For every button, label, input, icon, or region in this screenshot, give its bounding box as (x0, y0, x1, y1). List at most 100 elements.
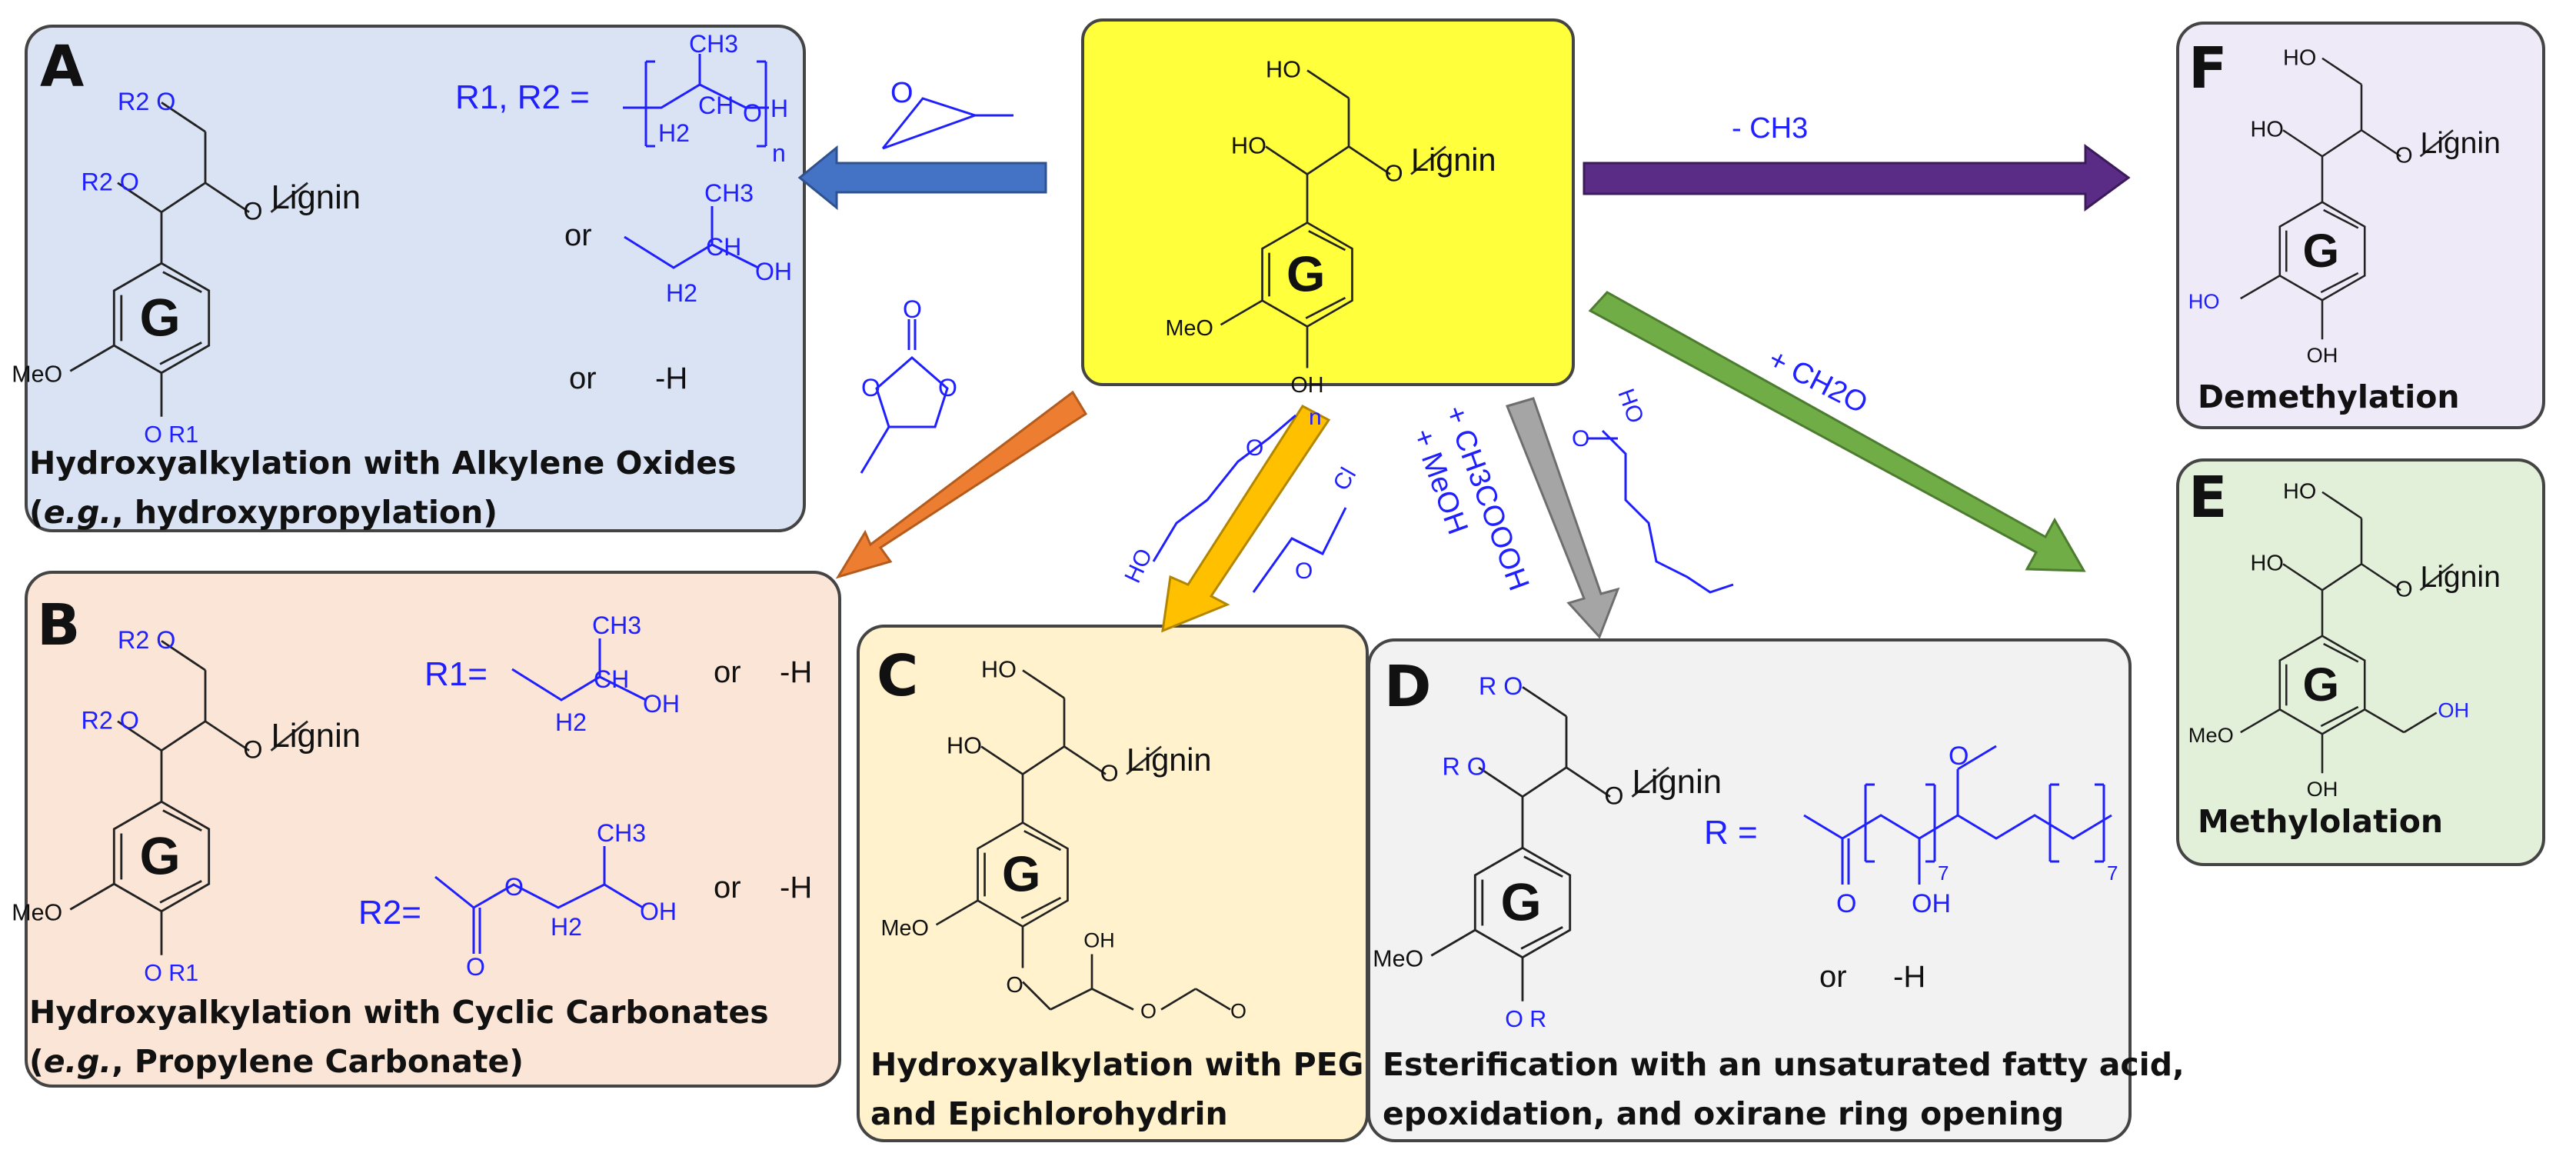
beta-ether-bond (205, 182, 250, 213)
gamma-substituent-label: R O (1479, 672, 1523, 700)
side-chain-bond (1306, 145, 1350, 175)
gamma-oxygen-bond (1022, 669, 1065, 699)
svg-text:CH3: CH3 (592, 611, 641, 639)
svg-text:OH: OH (1912, 889, 1951, 918)
panel-d-or: or (1819, 960, 1847, 994)
methoxy-label: MeO (881, 916, 929, 941)
alpha-substituent-label: R2 O (82, 168, 139, 195)
side-chain-bond (1522, 766, 1567, 798)
svg-text:H2: H2 (658, 119, 690, 147)
svg-text:CH: CH (706, 233, 741, 261)
panel-d-minus-h: -H (1893, 960, 1926, 994)
alpha-substituent-label: HO (2251, 552, 2284, 576)
svg-text:O: O (903, 295, 922, 323)
svg-text:O: O (1246, 435, 1263, 461)
reagent-minus-ch3: - CH3 (1732, 112, 1809, 145)
arrow-to-e (1588, 291, 2086, 572)
peg-oxygen-label: O (1140, 999, 1157, 1022)
aromatic-ring (1261, 221, 1353, 328)
lignin-label: Lignin (1411, 142, 1496, 178)
arrow-to-a (797, 145, 1047, 211)
svg-text:OH: OH (640, 898, 677, 925)
side-chain-bond (161, 720, 206, 751)
arrow-to-d (1505, 397, 1620, 639)
phenol-label: O R1 (144, 422, 198, 448)
gamma-oxygen-bond (2321, 57, 2362, 85)
aromatic-ring (112, 800, 211, 913)
beta-oxygen-label: O (1385, 160, 1403, 186)
alpha-oxygen-bond (2282, 563, 2323, 591)
peg-epichlorohydrin-structure: HO O n O Cl (1120, 405, 1361, 593)
svg-text:O: O (504, 873, 524, 901)
gamma-substituent-label: R2 O (118, 88, 175, 115)
svg-text:n: n (1309, 405, 1322, 430)
methoxy-label: MeO (1166, 316, 1213, 341)
panel-e-methylolation (2176, 458, 2545, 866)
beta-ether-bond (1348, 145, 1391, 175)
gamma-substituent-label: HO (2283, 45, 2316, 70)
beta-oxygen-label: O (1604, 781, 1623, 809)
svg-text:CH3: CH3 (597, 819, 646, 847)
svg-text:H2: H2 (551, 913, 582, 941)
panel-a-or-1: or (564, 218, 592, 252)
panel-a-caption: Hydroxyalkylation with Alkylene Oxides (… (29, 445, 737, 531)
gamma-oxygen-bond (161, 640, 206, 671)
beta-oxygen-label: O (243, 197, 262, 225)
ring-label: G (1286, 246, 1325, 302)
lignin-label: Lignin (1632, 763, 1722, 801)
lignin-bond (2419, 563, 2454, 591)
aromatic-ring (1473, 846, 1572, 959)
panel-b-r2-label: R2= (358, 894, 421, 931)
lignin-label: Lignin (2421, 127, 2501, 160)
svg-text:O: O (861, 374, 880, 402)
alpha-substituent-label: HO (947, 733, 982, 759)
center-guaiacyl-unit (1081, 18, 1575, 386)
methoxy-label: MeO (1373, 946, 1423, 972)
arrow-to-c (1161, 405, 1331, 633)
gamma-oxygen-bond (1306, 69, 1350, 99)
methoxy-label: MeO (12, 900, 62, 926)
svg-text:CH3: CH3 (689, 30, 738, 58)
alpha-substituent-label: R O (1443, 752, 1486, 780)
beta-oxygen-label: O (1100, 761, 1119, 787)
svg-text:O: O (1295, 558, 1313, 584)
peg-bond (1091, 988, 1134, 1011)
peg-bond (1050, 988, 1093, 1011)
methoxy-bond (69, 882, 115, 911)
ring-label: G (2303, 658, 2340, 711)
side-chain-bond (2321, 129, 2362, 158)
ring-label: G (2303, 225, 2340, 277)
peg-bond (1160, 988, 1196, 1011)
panel-a-r-label: R1, R2 = (455, 78, 590, 116)
panel-b-cyclic-carbonates (25, 571, 841, 1088)
lignin-label: Lignin (271, 178, 361, 216)
svg-text:O: O (743, 99, 762, 127)
methoxy-label: MeO (12, 362, 62, 388)
panel-f-caption: Demethylation (2198, 378, 2460, 415)
gamma-substituent-label: HO (981, 657, 1017, 683)
svg-text:O: O (466, 953, 485, 981)
panel-a-polyether-structure: CH3 CH H2 O H n (623, 30, 788, 167)
methoxy-bond (69, 344, 115, 372)
side-chain-bond (1022, 745, 1065, 775)
lignin-bond (1631, 766, 1669, 798)
panel-b-letter: B (37, 592, 81, 658)
svg-text:H2: H2 (555, 708, 587, 736)
svg-text:O: O (1949, 741, 1969, 771)
lignin-bond (270, 182, 308, 213)
beta-oxygen-label: O (2395, 144, 2412, 168)
alpha-oxygen-bond (117, 182, 162, 213)
alpha-oxygen-bond (1265, 145, 1308, 175)
peg-bond (1022, 981, 1051, 1011)
lignin-label: Lignin (271, 717, 361, 755)
arrow-to-b (835, 390, 1088, 579)
ring-label: G (140, 288, 181, 347)
lignin-bond (270, 720, 308, 751)
panel-c-letter: C (877, 643, 919, 709)
